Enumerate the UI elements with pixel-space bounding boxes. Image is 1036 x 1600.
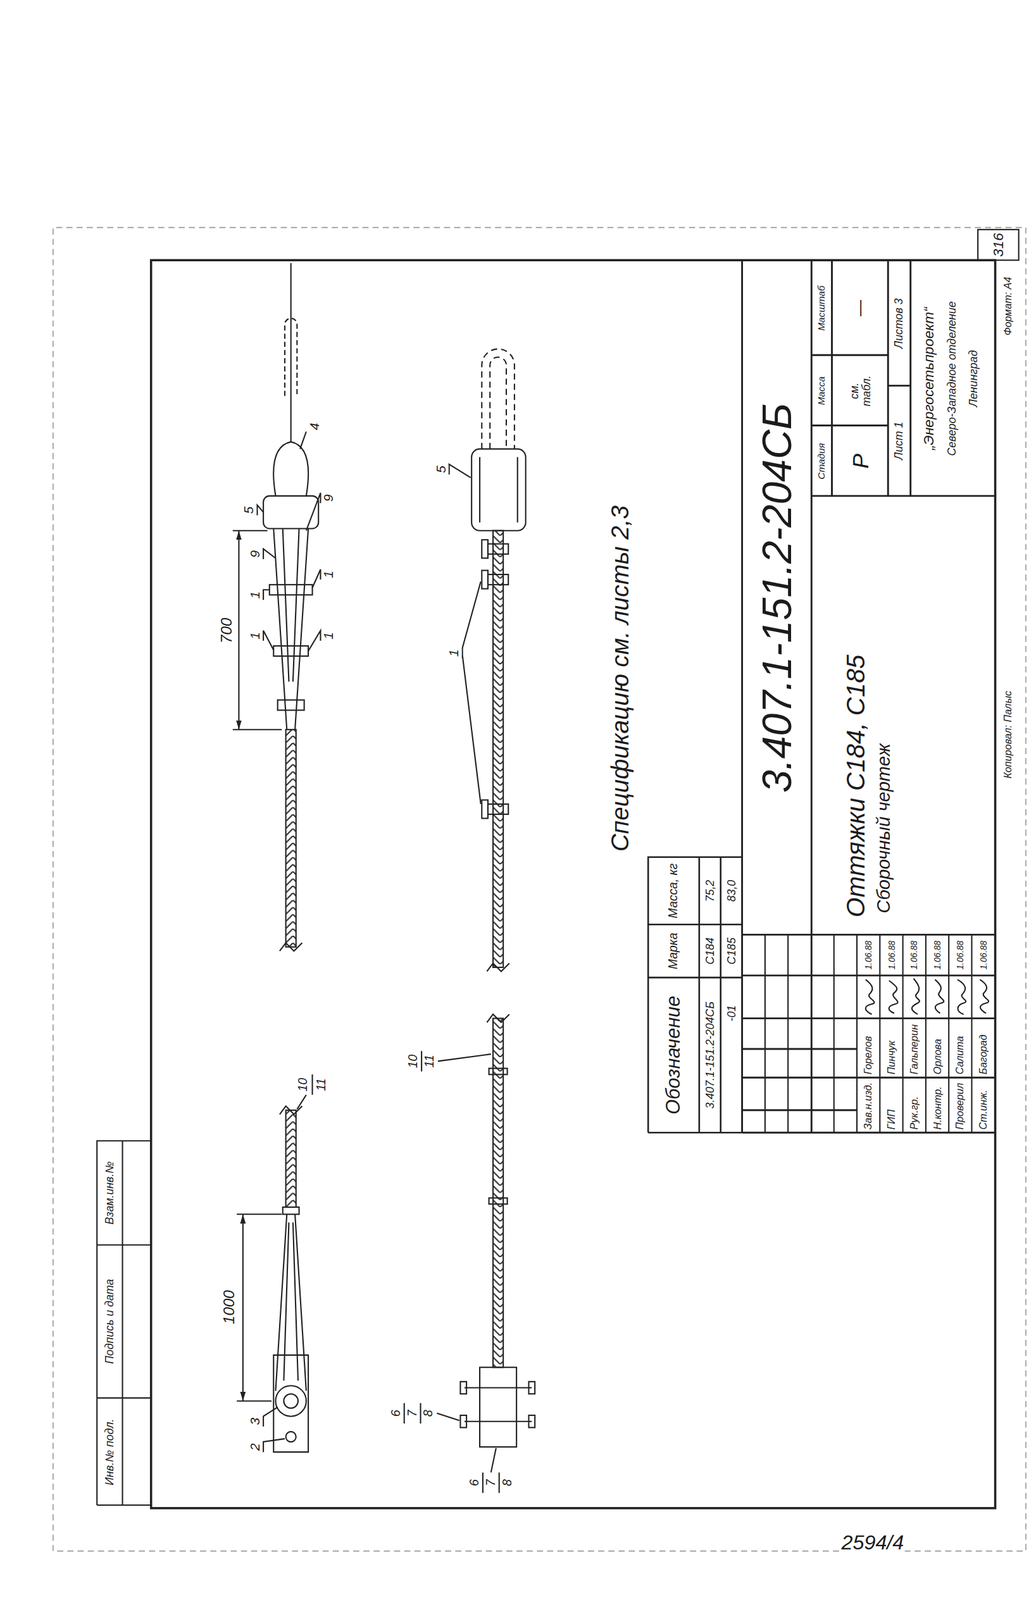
stamp-cell: —	[851, 299, 869, 318]
stamp-role: Рук.гр.	[909, 1095, 921, 1131]
callout-number: 7	[405, 1409, 419, 1419]
strip-label: Подпись и дата	[104, 1278, 117, 1366]
drawing-title: Сборочный чертеж	[874, 742, 894, 916]
callout-number: 4	[307, 422, 322, 432]
callout-number: 6	[389, 1409, 403, 1419]
drawing-code: 3.407.1-151.2-204СБ	[755, 402, 799, 795]
callout-number: 9	[321, 493, 336, 504]
callout-number: 11	[315, 1077, 328, 1093]
table-cell: 3.407.1-151.2-204СБ	[704, 1000, 717, 1111]
stamp-date: 1.06.88	[863, 939, 873, 971]
stamp-date: 1.06.88	[910, 939, 919, 971]
strip-label: Инв.№ подл.	[104, 1418, 117, 1487]
stamp-role: ГИП	[886, 1108, 897, 1131]
drawing-title: Оттяжки С184, С185	[841, 653, 869, 919]
callout-number: 11	[423, 1054, 437, 1069]
stamp-cell: Масса	[816, 375, 827, 407]
callout-number: 9	[248, 549, 263, 559]
callout-number: 10	[296, 1077, 310, 1093]
stamp-name: Горелов	[863, 1035, 874, 1076]
organization: Ленинград	[967, 349, 980, 409]
stamp-role: Ст.инж.	[978, 1089, 990, 1131]
stamp-role: Н.контр.	[932, 1085, 943, 1132]
stamp-date: 1.06.88	[956, 939, 966, 971]
callout-number: 10	[406, 1053, 420, 1070]
stamp-cell: Листов 3	[893, 297, 906, 350]
callout-number: 1	[447, 648, 462, 659]
footer-note: Копировал: Палыс	[1003, 689, 1014, 780]
dimension: 1000	[220, 1289, 237, 1326]
callout-number: 2	[248, 1442, 263, 1453]
callout-number: 1	[248, 630, 263, 641]
table-cell: 75,2	[704, 879, 717, 904]
organization: Северо-Западное отделение	[946, 300, 959, 458]
table-cell: С184	[704, 936, 717, 966]
stamp-role: Зав.н.изд.	[863, 1081, 874, 1131]
stamp-name: Орлова	[932, 1037, 943, 1076]
table-cell: Марка	[667, 932, 680, 971]
callout-number: 1	[321, 630, 336, 641]
table-cell: С185	[725, 936, 738, 966]
strip-label: Взам.инв.№	[104, 1160, 117, 1226]
callout-number: 3	[248, 1416, 263, 1427]
stamp-cell: Стадия	[816, 442, 827, 481]
sheet-number: 316	[991, 232, 1007, 259]
note: Спецификацию см. листы 2,3	[606, 504, 633, 853]
table-cell: -01	[725, 1004, 738, 1023]
table-cell: Масса, кг	[667, 861, 680, 921]
dimension: 700	[218, 617, 235, 645]
callout-number: 6	[468, 1479, 481, 1488]
stamp-role: Проверил	[954, 1082, 966, 1131]
callout-number: 7	[484, 1479, 498, 1488]
stamp-cell: Масштаб	[816, 284, 827, 333]
stamp-name: Гальперин	[909, 1023, 921, 1076]
stamp-date: 1.06.88	[887, 939, 897, 971]
stamp-name: Салита	[954, 1035, 966, 1076]
callout-number: 5	[434, 464, 449, 475]
table-cell: Обозначение	[663, 994, 684, 1116]
stamp-name: Багорад	[978, 1034, 990, 1076]
organization: „Энергосетьпроект“	[921, 306, 937, 452]
archive-number: 2594/4	[840, 1532, 905, 1555]
table-cell: 83,0	[725, 879, 738, 904]
stamp-date: 1.06.88	[979, 939, 988, 971]
stamp-date: 1.06.88	[932, 939, 942, 971]
stamp-cell: Р	[848, 453, 873, 471]
callout-number: 8	[500, 1479, 514, 1488]
stamp-cell: Лист 1	[893, 420, 906, 462]
callout-number: 8	[422, 1409, 435, 1419]
footer-note: Формат: А4	[1003, 275, 1014, 337]
callout-number: 5	[242, 505, 257, 516]
callout-number: 1	[321, 570, 336, 580]
stamp-name: Пинчук	[886, 1039, 897, 1076]
callout-number: 1	[248, 590, 263, 600]
stamp-cell: см. табл.	[848, 365, 873, 417]
